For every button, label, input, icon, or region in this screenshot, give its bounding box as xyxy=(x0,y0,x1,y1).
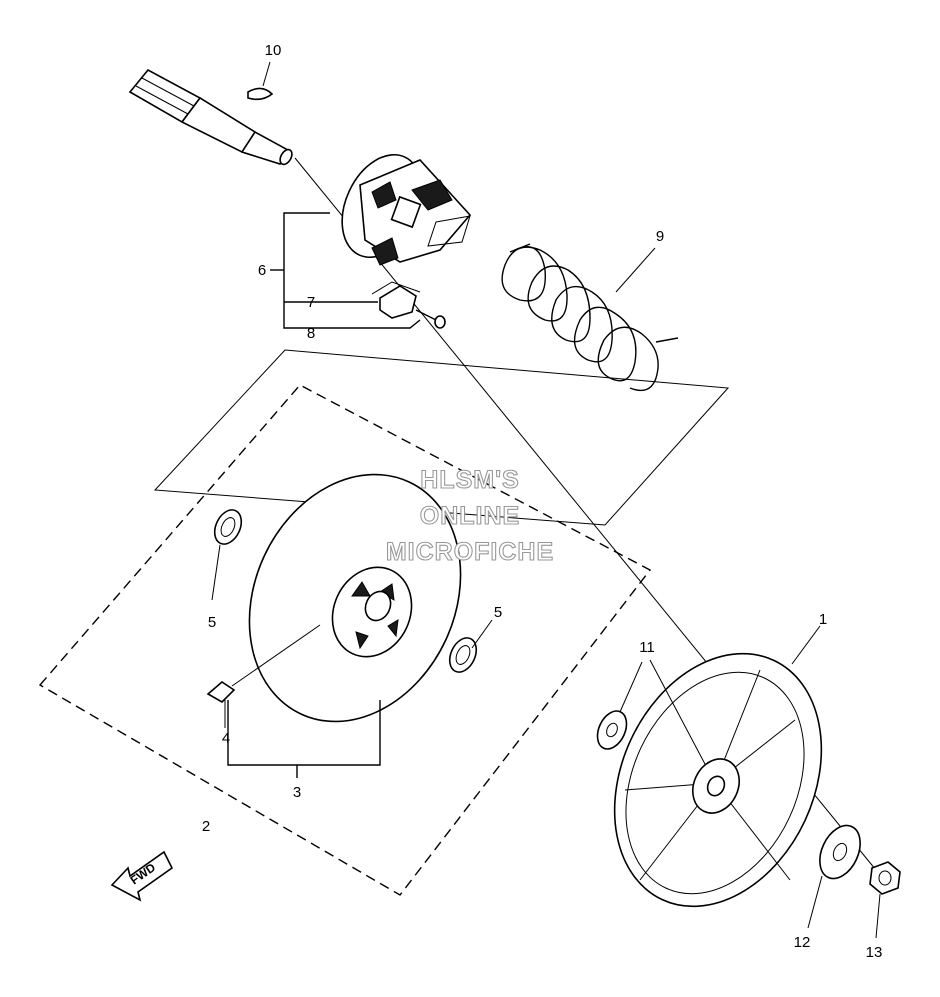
callout-5-upper: 5 xyxy=(208,614,216,631)
seal-part-5-lower xyxy=(448,619,493,673)
washer-part-12 xyxy=(807,824,861,929)
callout-2: 2 xyxy=(202,818,210,835)
slider-part-7 xyxy=(371,281,421,319)
sliding-sheave-part-3 xyxy=(227,473,462,778)
assembly-outline-box xyxy=(153,349,730,526)
callout-4: 4 xyxy=(222,730,230,747)
watermark-line-3: MICROFICHE xyxy=(386,538,554,566)
key-part-10 xyxy=(247,61,274,101)
grease-nipple-part-4 xyxy=(206,624,321,728)
callout-9: 9 xyxy=(656,228,664,245)
callout-bracket-6-7-8 xyxy=(270,212,421,329)
callout-1: 1 xyxy=(819,611,827,628)
seal-part-5-upper xyxy=(211,509,243,601)
callout-11: 11 xyxy=(639,639,655,656)
watermark: HLSM'S ONLINE MICROFICHE xyxy=(385,465,554,566)
callout-10: 10 xyxy=(265,42,282,59)
callout-13: 13 xyxy=(866,944,883,961)
forward-direction-arrow: FWD xyxy=(110,850,174,902)
callout-3: 3 xyxy=(293,784,301,801)
washer-part-11 xyxy=(596,661,643,750)
callout-12: 12 xyxy=(794,934,811,951)
sheave-assembly-box-part-2 xyxy=(38,384,652,896)
callout-9-leader xyxy=(615,247,656,293)
callout-7: 7 xyxy=(307,294,315,311)
shaft xyxy=(128,68,293,166)
watermark-line-2: ONLINE xyxy=(420,502,520,530)
nut-part-13 xyxy=(869,861,901,939)
callout-8: 8 xyxy=(307,325,315,342)
callout-6: 6 xyxy=(258,262,266,279)
bolt-part-8 xyxy=(415,309,446,329)
cam-spider-part-6 xyxy=(341,153,472,266)
spring-part-9 xyxy=(501,243,679,392)
callout-5-lower: 5 xyxy=(494,604,502,621)
watermark-line-1: HLSM'S xyxy=(420,466,519,494)
fixed-sheave-part-1 xyxy=(613,625,823,908)
